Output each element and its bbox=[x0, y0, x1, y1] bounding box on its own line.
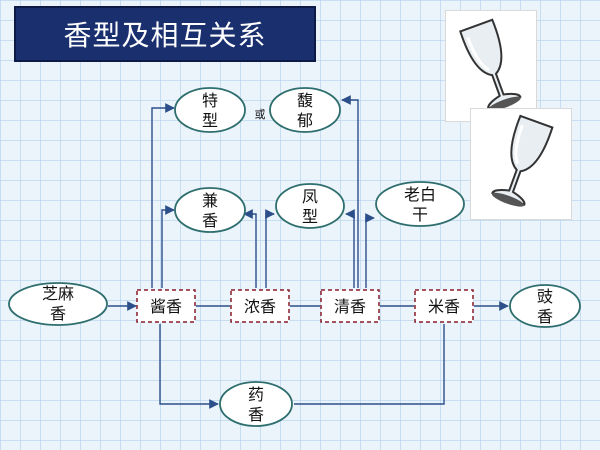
node-chixiang-line1: 豉 bbox=[537, 287, 553, 306]
connections bbox=[108, 95, 509, 409]
title-bar: 香型及相互关系 bbox=[14, 6, 316, 62]
node-laobaigan-line1: 老白 bbox=[404, 185, 436, 204]
arrow-jiang-to-texing bbox=[151, 103, 175, 288]
node-nongxiang bbox=[230, 289, 290, 323]
node-qingxiang-label: 清香 bbox=[334, 297, 366, 316]
arrow-jiang-to-yaoxiang bbox=[159, 324, 219, 409]
node-nongxiang-label: 浓香 bbox=[244, 297, 276, 316]
node-mixiang-label: 米香 bbox=[428, 297, 460, 316]
node-jiangxiang bbox=[136, 289, 196, 323]
node-fengxing-line2: 型 bbox=[302, 207, 318, 226]
arrow-jiang-to-jianxiang bbox=[161, 205, 175, 288]
node-chixiang-line2: 香 bbox=[537, 307, 553, 326]
node-mixiang bbox=[414, 289, 474, 323]
page-title: 香型及相互关系 bbox=[63, 19, 267, 52]
line-mi-to-yaoxiang bbox=[294, 324, 445, 405]
node-jianxiang bbox=[174, 187, 246, 233]
arrow-qing-to-fuyu bbox=[341, 95, 359, 288]
node-laobaigan-line2: 干 bbox=[412, 205, 428, 224]
node-zhima bbox=[8, 282, 108, 326]
node-jianxiang-line2: 香 bbox=[202, 211, 218, 230]
arrow-nong-to-fengxing bbox=[265, 209, 275, 288]
node-fuyu-line2: 郁 bbox=[297, 111, 313, 130]
node-chixiang bbox=[509, 284, 581, 328]
node-yaoxiang bbox=[219, 381, 293, 427]
wine-glass-photo-bottom bbox=[470, 108, 572, 220]
arrow-nong-to-jianxiang bbox=[243, 209, 257, 288]
wine-glass-photo-top bbox=[445, 10, 537, 122]
node-fengxing-line1: 凤 bbox=[302, 187, 318, 206]
arrow-qing-to-laobaigan bbox=[365, 213, 375, 288]
arrow-qing-to-fengxing bbox=[345, 209, 355, 288]
node-laobaigan bbox=[375, 181, 465, 227]
node-jiangxiang-label: 酱香 bbox=[150, 297, 182, 316]
node-texing-line2: 型 bbox=[202, 111, 218, 130]
wine-glass-icon bbox=[491, 114, 554, 207]
node-yaoxiang-line2: 香 bbox=[248, 405, 264, 424]
wine-glass-icon bbox=[459, 18, 522, 111]
node-yaoxiang-line1: 药 bbox=[248, 385, 264, 404]
node-qingxiang bbox=[320, 289, 380, 323]
node-fuyu bbox=[269, 87, 341, 133]
node-zhima-line2: 香 bbox=[50, 304, 66, 323]
node-jianxiang-line1: 兼 bbox=[202, 191, 218, 210]
node-texing-line1: 特 bbox=[202, 91, 218, 110]
node-fengxing bbox=[275, 183, 345, 229]
connector-label: 或 bbox=[255, 108, 266, 121]
node-zhima-line1: 芝麻 bbox=[42, 284, 74, 303]
node-fuyu-line1: 馥 bbox=[297, 91, 313, 110]
node-texing bbox=[174, 87, 246, 133]
